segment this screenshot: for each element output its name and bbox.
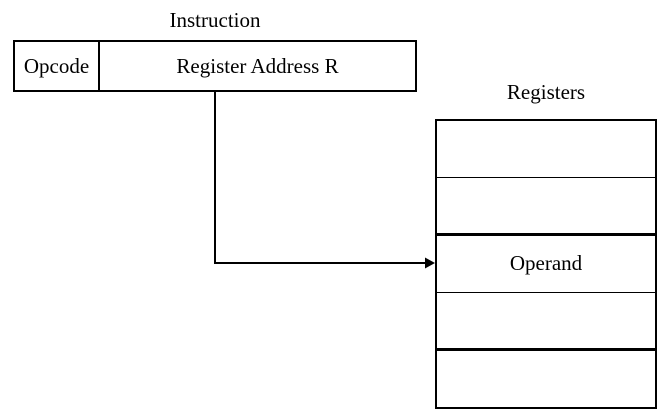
instruction-title: Instruction: [169, 8, 261, 32]
instruction-box: Opcode Register Address R: [13, 40, 417, 92]
register-address-field: Register Address R: [176, 53, 339, 78]
register-row: [437, 121, 655, 177]
registers-title: Registers: [506, 80, 586, 104]
registers-table: Operand: [435, 119, 657, 409]
register-row: [437, 291, 655, 349]
arrowhead-icon: [425, 257, 435, 269]
opcode-field: Opcode: [15, 42, 100, 90]
connector-line: [214, 92, 426, 264]
register-row: [437, 348, 655, 407]
register-row: [437, 176, 655, 234]
register-row-operand: Operand: [437, 233, 655, 292]
